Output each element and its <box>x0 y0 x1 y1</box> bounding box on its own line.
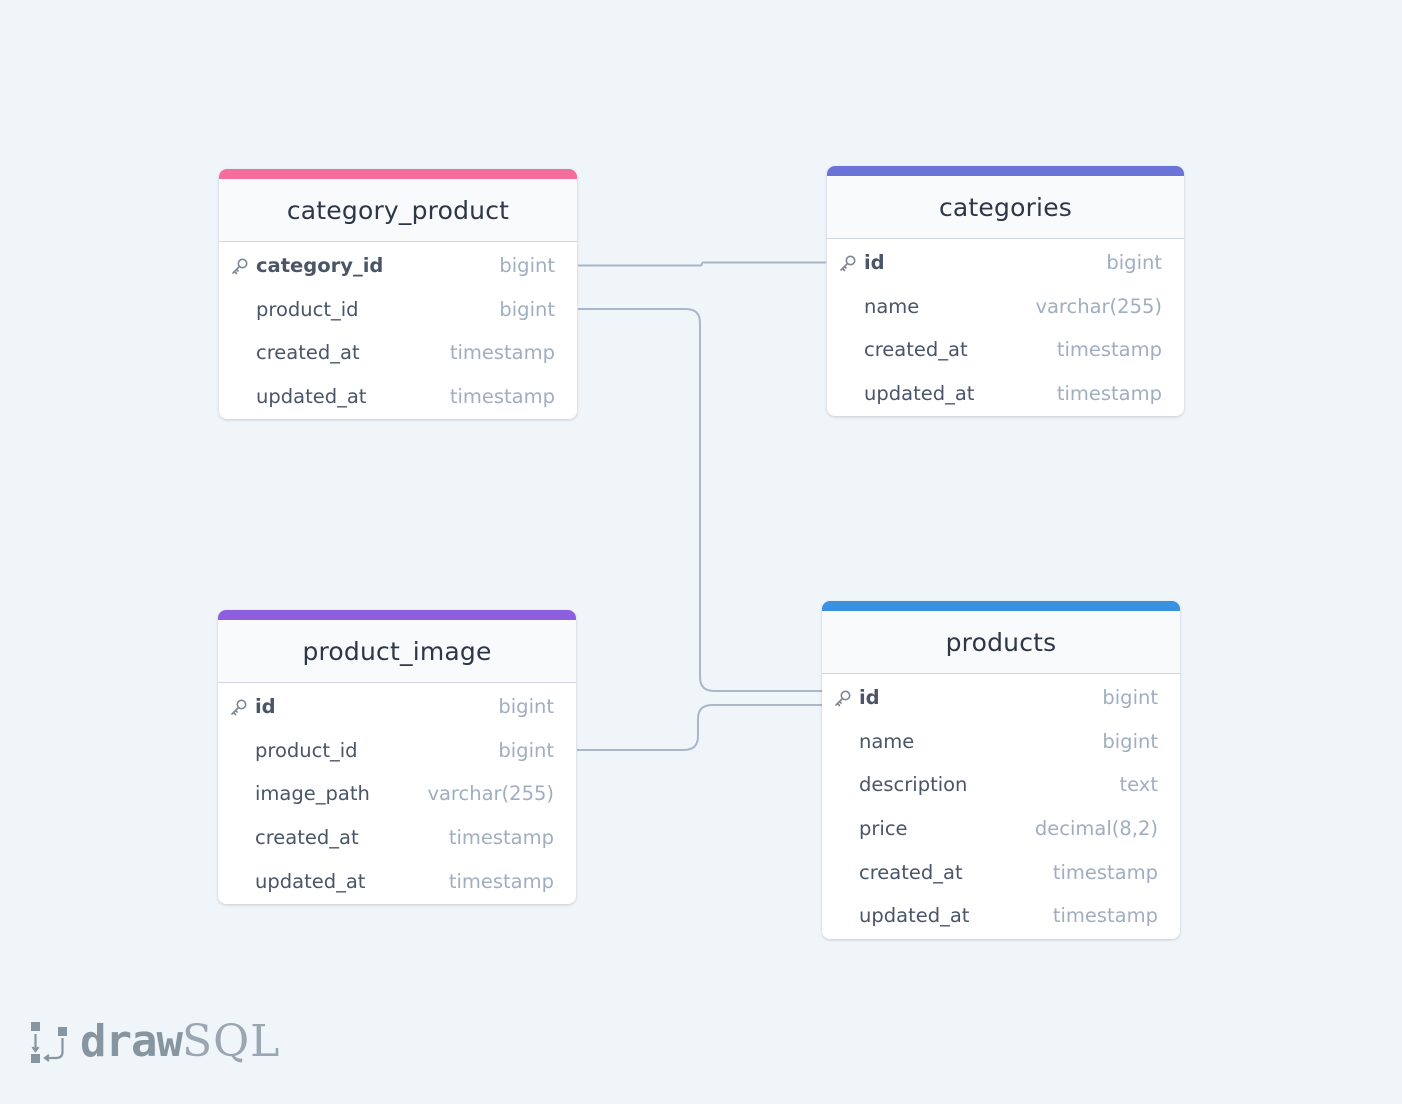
column-type: timestamp <box>448 826 554 850</box>
column-row[interactable]: updated_at timestamp <box>218 859 576 903</box>
key-icon <box>835 690 851 707</box>
column-type: timestamp <box>449 385 555 409</box>
column-name: product_id <box>255 738 358 762</box>
column-type: varchar(255) <box>1035 294 1162 318</box>
column-row[interactable]: created_at timestamp <box>822 850 1180 894</box>
column-type: decimal(8,2) <box>1034 817 1158 841</box>
column-list: id bigint product_id bigint image_path v… <box>218 683 576 903</box>
column-row[interactable]: description text <box>822 763 1180 807</box>
drawsql-logo: draw SQL <box>30 1016 280 1067</box>
column-type: bigint <box>499 297 555 321</box>
column-name: id <box>859 686 880 710</box>
column-row[interactable]: id bigint <box>822 676 1180 720</box>
column-row[interactable]: created_at timestamp <box>827 328 1184 372</box>
column-name: name <box>859 729 915 753</box>
column-name: id <box>255 695 276 719</box>
table-title[interactable]: product_image <box>218 620 576 683</box>
table-categories[interactable]: categories id bigint name varchar(255) c… <box>827 166 1184 416</box>
column-list: category_id bigint product_id bigint cre… <box>219 242 577 418</box>
column-row[interactable]: updated_at timestamp <box>219 375 577 419</box>
column-type: text <box>1119 773 1159 797</box>
column-row[interactable]: category_id bigint <box>219 244 577 288</box>
relation-line-category-product-to-categories[interactable] <box>578 261 826 267</box>
table-accent-bar <box>218 610 576 620</box>
column-type: bigint <box>1106 251 1162 275</box>
column-type: bigint <box>498 695 554 719</box>
column-row[interactable]: product_id bigint <box>219 288 577 332</box>
column-row[interactable]: image_path varchar(255) <box>218 772 576 816</box>
table-category-product[interactable]: category_product category_id bigint prod… <box>219 169 577 419</box>
column-row[interactable]: name bigint <box>822 720 1180 764</box>
column-row[interactable]: product_id bigint <box>218 729 576 773</box>
relation-line-product-image-to-products[interactable] <box>577 704 822 751</box>
column-name: name <box>864 294 920 318</box>
drawsql-logo-icon <box>31 1021 67 1063</box>
table-title[interactable]: category_product <box>219 179 577 242</box>
column-name: updated_at <box>864 382 975 406</box>
table-title[interactable]: products <box>822 611 1180 674</box>
column-list: id bigint name varchar(255) created_at t… <box>827 239 1184 415</box>
column-type: timestamp <box>448 869 554 893</box>
column-name: price <box>859 817 908 841</box>
column-name: created_at <box>255 826 359 850</box>
column-row[interactable]: name varchar(255) <box>827 285 1184 329</box>
table-products[interactable]: products id bigint name bigint descripti… <box>822 601 1180 939</box>
column-row[interactable]: created_at timestamp <box>218 816 576 860</box>
column-list: id bigint name bigint description text p… <box>822 674 1180 938</box>
column-row[interactable]: id bigint <box>218 685 576 729</box>
column-name: updated_at <box>256 385 367 409</box>
column-type: bigint <box>1102 686 1158 710</box>
logo-text-draw: draw <box>80 1016 183 1067</box>
column-name: product_id <box>256 297 359 321</box>
column-name: created_at <box>859 860 963 884</box>
logo-text-sql: SQL <box>181 1016 281 1067</box>
column-name: updated_at <box>859 904 970 928</box>
column-name: created_at <box>256 341 360 365</box>
table-product-image[interactable]: product_image id bigint product_id bigin… <box>218 610 576 904</box>
column-name: image_path <box>255 782 370 806</box>
table-accent-bar <box>822 601 1180 611</box>
column-type: timestamp <box>1052 904 1158 928</box>
column-type: varchar(255) <box>427 782 554 806</box>
column-name: id <box>864 251 885 275</box>
table-accent-bar <box>827 166 1184 176</box>
column-type: bigint <box>1102 729 1158 753</box>
column-name: description <box>859 773 968 797</box>
key-icon <box>232 258 248 275</box>
column-name: category_id <box>256 254 384 278</box>
column-type: timestamp <box>1052 860 1158 884</box>
column-row[interactable]: created_at timestamp <box>219 331 577 375</box>
column-type: bigint <box>499 254 555 278</box>
column-row[interactable]: updated_at timestamp <box>822 894 1180 938</box>
column-type: timestamp <box>1056 382 1162 406</box>
column-row[interactable]: price decimal(8,2) <box>822 807 1180 851</box>
column-type: timestamp <box>449 341 555 365</box>
column-name: updated_at <box>255 869 366 893</box>
column-name: created_at <box>864 338 968 362</box>
column-type: timestamp <box>1056 338 1162 362</box>
key-icon <box>231 699 247 716</box>
table-accent-bar <box>219 169 577 179</box>
table-title[interactable]: categories <box>827 176 1184 239</box>
column-type: bigint <box>498 738 554 762</box>
column-row[interactable]: updated_at timestamp <box>827 372 1184 416</box>
key-icon <box>840 255 856 272</box>
column-row[interactable]: id bigint <box>827 241 1184 285</box>
relation-line-category-product-to-products[interactable] <box>578 308 822 692</box>
